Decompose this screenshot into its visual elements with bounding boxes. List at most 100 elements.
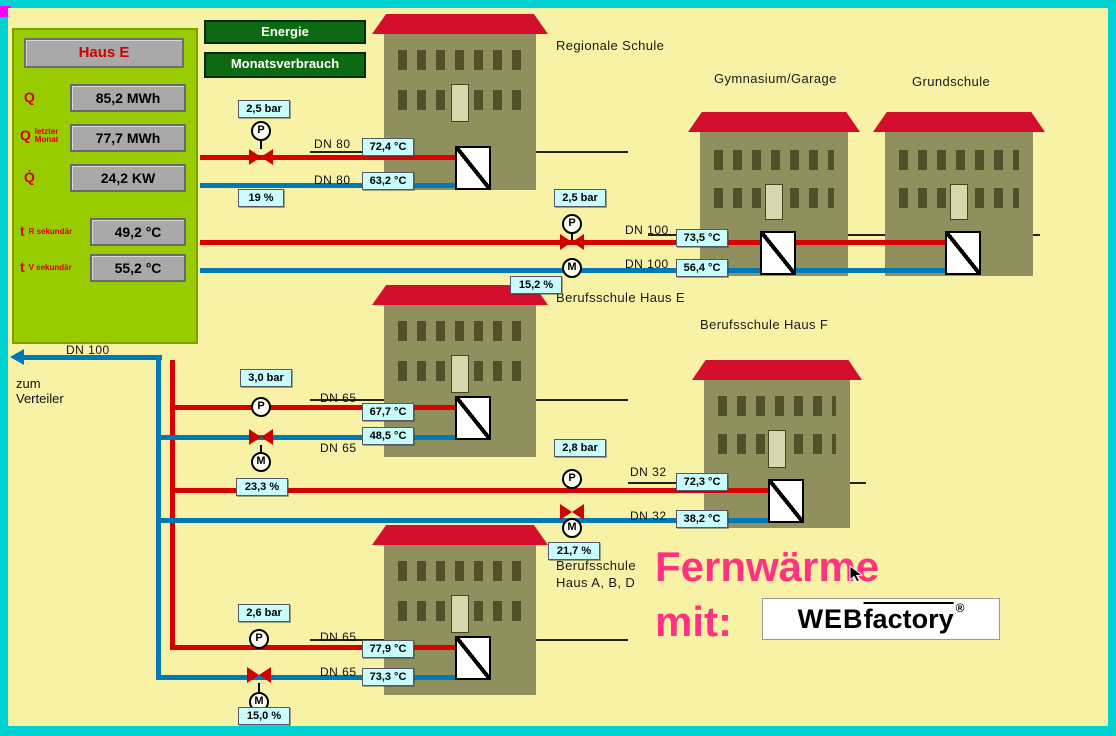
logo-web: WEB: [797, 603, 864, 634]
heat-exchanger-berufsschule-e: [455, 396, 491, 440]
building-label: Berufsschule Haus E: [556, 290, 685, 305]
windows: [714, 150, 834, 170]
valve-r2[interactable]: [560, 234, 584, 250]
t-return-label: t R sekundär: [20, 223, 73, 239]
return-pipe-r3: [156, 435, 460, 440]
dn-supply-label-r4: DN 32: [630, 465, 667, 479]
haus-e-panel: Haus E Q 85,2 MWh Q letzter Monat 77,7 M…: [12, 28, 198, 344]
return-pipe-r5: [156, 675, 460, 680]
hmi-screen: Haus E Q 85,2 MWh Q letzter Monat 77,7 M…: [8, 8, 1108, 726]
door: [765, 184, 783, 220]
zum-verteiler-label2: Verteiler: [16, 391, 64, 406]
connector-stem: [258, 683, 260, 692]
building-roof: [372, 14, 548, 34]
dn-return-label-r2: DN 100: [625, 257, 669, 271]
windows: [398, 561, 522, 581]
windows: [398, 321, 522, 341]
door: [451, 355, 469, 393]
connector-stem: [260, 141, 262, 149]
pressure-display-r3: 3,0 bar: [240, 369, 292, 387]
pressure-indicator-r5[interactable]: P: [249, 629, 269, 649]
panel-title: Haus E: [24, 38, 184, 68]
building-roof: [688, 112, 860, 132]
building-roof: [372, 285, 548, 305]
energie-button[interactable]: Energie: [204, 20, 366, 44]
t-supply-display: 55,2 °C: [90, 254, 186, 282]
valve-motor-r4[interactable]: M: [562, 518, 582, 538]
supply-pipe-r5: [170, 645, 460, 650]
building-label: Berufsschule Haus F: [700, 317, 829, 332]
energy-total-display: 85,2 MWh: [70, 84, 186, 112]
return-temp-display-r1: 63,2 °C: [362, 172, 414, 190]
valve-r3[interactable]: [249, 429, 273, 445]
pressure-indicator-r4[interactable]: P: [562, 469, 582, 489]
supply-pipe-r3: [170, 405, 460, 410]
dn-return-label-r4: DN 32: [630, 509, 667, 523]
t-supply-label: t V sekundär: [20, 259, 72, 275]
dn-return-label-r5: DN 65: [320, 665, 357, 679]
door: [768, 430, 786, 468]
heat-exchanger-regionale-schule: [455, 146, 491, 190]
door: [950, 184, 968, 220]
registered-mark-icon: ®: [955, 601, 965, 615]
t-return-display: 49,2 °C: [90, 218, 186, 246]
flow-arrow-icon: [10, 349, 24, 365]
return-temp-display-r3: 48,5 °C: [362, 427, 414, 445]
supply-temp-display-r2: 73,5 °C: [676, 229, 728, 247]
pump-indicator-r2[interactable]: M: [562, 258, 582, 278]
return-pipe-r4: [156, 518, 783, 523]
return-pipe-r1: [200, 183, 463, 188]
door: [451, 595, 469, 633]
windows: [899, 150, 1019, 170]
valve-position-display-r4: 21,7 %: [548, 542, 600, 560]
return-pipe-trunk-horizontal: [22, 355, 162, 360]
logo-factory: factory: [863, 603, 954, 634]
pressure-display-r4: 2,8 bar: [554, 439, 606, 457]
mouse-cursor-icon: [848, 565, 866, 588]
return-temp-display-r4: 38,2 °C: [676, 510, 728, 528]
building-label: Grundschule: [912, 74, 991, 89]
valve-motor-r3[interactable]: M: [251, 452, 271, 472]
frame-corner-chip: [0, 6, 11, 17]
supply-temp-display-r1: 72,4 °C: [362, 138, 414, 156]
building-label: Berufsschule: [556, 558, 636, 573]
valve-position-display-r5: 15,0 %: [238, 707, 290, 725]
building-label: Haus A, B, D: [556, 575, 636, 590]
valve-position-display-r2: 15,2 %: [510, 276, 562, 294]
return-temp-display-r2: 56,4 °C: [676, 259, 728, 277]
pressure-indicator-r1[interactable]: P: [251, 121, 271, 141]
valve-r1[interactable]: [249, 149, 273, 165]
building-label: Gymnasium/Garage: [714, 71, 837, 86]
dn-return-label-r3: DN 65: [320, 441, 357, 455]
building-roof: [692, 360, 862, 380]
return-temp-display-r5: 73,3 °C: [362, 668, 414, 686]
building-grundschule: [885, 132, 1033, 276]
pressure-display-r1: 2,5 bar: [238, 100, 290, 118]
heat-exchanger-gymnasium: [760, 231, 796, 275]
energy-last-month-display: 77,7 MWh: [70, 124, 186, 152]
valve-r5[interactable]: [247, 667, 271, 683]
dn-supply-label-r3: DN 65: [320, 391, 357, 405]
dn-supply-label-r1: DN 80: [314, 137, 351, 151]
dn-supply-label-r2: DN 100: [625, 223, 669, 237]
fernwaerme-mit: mit:: [655, 598, 732, 645]
power-label: Q̇: [24, 169, 35, 185]
connector-stem: [260, 445, 262, 452]
pressure-display-r2: 2,5 bar: [554, 189, 606, 207]
building-roof: [372, 525, 548, 545]
supply-temp-display-r4: 72,3 °C: [676, 473, 728, 491]
supply-pipe-trunk-vertical: [170, 360, 175, 650]
pressure-indicator-r3[interactable]: P: [251, 397, 271, 417]
valve-r4[interactable]: [560, 504, 584, 520]
heat-exchanger-berufsschule-abd: [455, 636, 491, 680]
trunk-dn-label: DN 100: [66, 343, 110, 357]
fernwaerme-headline: Fernwärme: [655, 543, 880, 590]
zum-verteiler-label: zum: [16, 376, 41, 391]
monatsverbrauch-button[interactable]: Monatsverbrauch: [204, 52, 366, 78]
door: [451, 84, 469, 122]
pressure-display-r5: 2,6 bar: [238, 604, 290, 622]
pressure-indicator-r2[interactable]: P: [562, 214, 582, 234]
valve-position-display-r1: 19 %: [238, 189, 284, 207]
supply-temp-display-r5: 77,9 °C: [362, 640, 414, 658]
